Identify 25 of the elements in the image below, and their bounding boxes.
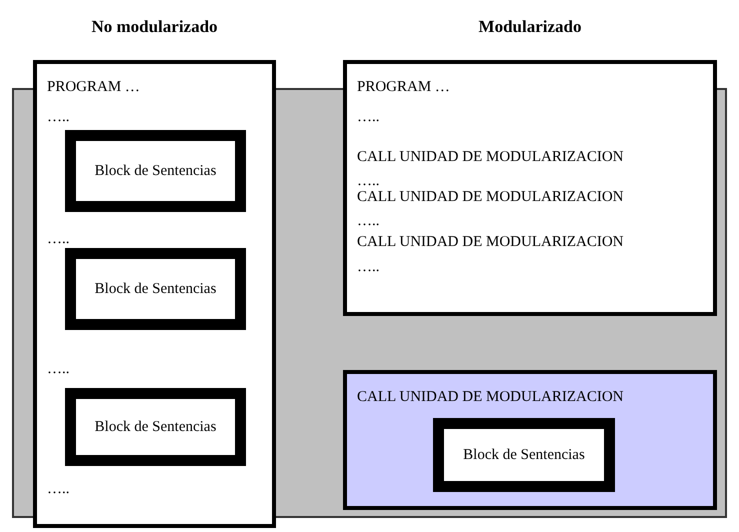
column-heading: No modularizado <box>91 18 218 36</box>
code-line: CALL UNIDAD DE MODULARIZACION <box>357 233 624 251</box>
code-line: ….. <box>357 212 380 230</box>
module-panel <box>343 370 717 510</box>
code-line: CALL UNIDAD DE MODULARIZACION <box>357 148 624 166</box>
block-label: Block de Sentencias <box>94 418 218 436</box>
code-line: ….. <box>357 258 380 276</box>
code-line: ….. <box>357 172 380 190</box>
code-line: PROGRAM … <box>47 78 140 96</box>
code-line: ….. <box>47 360 70 378</box>
block-label: Block de Sentencias <box>462 446 586 464</box>
code-line: ….. <box>47 480 70 498</box>
code-line: ….. <box>47 108 70 126</box>
statement-block <box>65 388 246 466</box>
statement-block <box>433 418 615 492</box>
code-line: ….. <box>357 108 380 126</box>
block-label: Block de Sentencias <box>94 162 218 180</box>
column-heading: Modularizado <box>478 18 582 36</box>
code-line: ….. <box>47 230 70 248</box>
code-line: CALL UNIDAD DE MODULARIZACION <box>357 388 624 406</box>
statement-block <box>65 248 246 330</box>
statement-block <box>65 130 246 212</box>
code-line: PROGRAM … <box>357 78 450 96</box>
block-label: Block de Sentencias <box>94 280 218 298</box>
code-line: CALL UNIDAD DE MODULARIZACION <box>357 188 624 206</box>
